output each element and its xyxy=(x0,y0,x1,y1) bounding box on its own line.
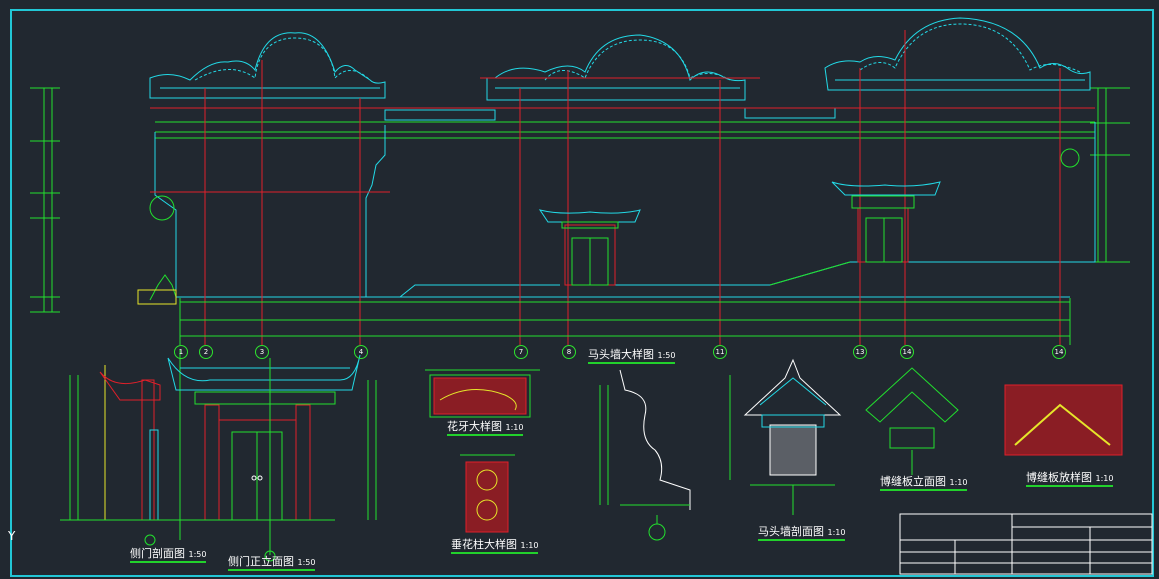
gate-section-detail xyxy=(60,350,190,546)
grid-axis-4: 4 xyxy=(354,345,368,359)
gate-front-elevation xyxy=(167,354,377,562)
wall-elevation xyxy=(30,17,1130,345)
title-gate-elevation: 侧门正立面图 1:50 xyxy=(228,556,316,571)
title-gate-section: 侧门剖面图 1:50 xyxy=(130,548,207,563)
grid-axis-13: 13 xyxy=(853,345,867,359)
moulding-profile xyxy=(599,369,691,541)
grid-axis-11: 11 xyxy=(713,345,727,359)
hanging-column-detail xyxy=(460,454,515,533)
grid-axis-1: 1 xyxy=(174,345,188,359)
grid-axis-14a: 14 xyxy=(900,345,914,359)
board-layout-grid xyxy=(1004,384,1123,456)
grid-axis-8: 8 xyxy=(562,345,576,359)
board-elevation-detail xyxy=(865,367,959,475)
title-board-layout: 博缝板放样图 1:10 xyxy=(1026,472,1114,487)
title-hanging-column: 垂花柱大样图 1:10 xyxy=(451,539,539,554)
sheet-border xyxy=(10,9,1154,577)
right-dimension-chain xyxy=(1090,87,1130,263)
title-wall-section: 马头墙剖面图 1:10 xyxy=(758,526,846,541)
title-board-elevation: 博缝板立面图 1:10 xyxy=(880,476,968,491)
title-horse-head-wall: 马头墙大样图 1:50 xyxy=(588,349,676,364)
grid-axis-3: 3 xyxy=(255,345,269,359)
flower-bracket-detail xyxy=(425,369,540,418)
grid-axis-7: 7 xyxy=(514,345,528,359)
wall-section-detail xyxy=(729,358,842,515)
ucs-y-marker: Y xyxy=(8,529,16,543)
left-dimension-chain xyxy=(30,87,60,313)
small-gate-1 xyxy=(538,209,641,286)
grid-axis-14b: 14 xyxy=(1052,345,1066,359)
bottom-dimension-chain xyxy=(179,298,1071,345)
small-gate-2 xyxy=(831,181,941,263)
red-centerlines xyxy=(150,30,1095,345)
grid-axis-2: 2 xyxy=(199,345,213,359)
title-flower-bracket: 花牙大样图 1:10 xyxy=(447,421,524,436)
